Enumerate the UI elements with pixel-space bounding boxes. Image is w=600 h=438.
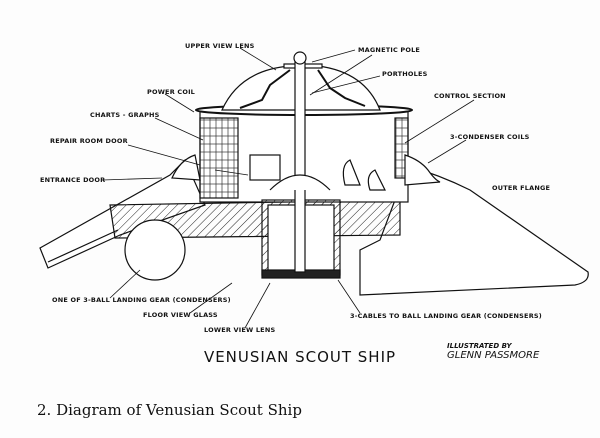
- label-control-section: CONTROL SECTION: [434, 92, 506, 100]
- label-entrance-door: ENTRANCE DOOR: [40, 176, 106, 184]
- landing-ball: [124, 219, 186, 281]
- label-upper-view-lens: UPPER VIEW LENS: [185, 42, 255, 50]
- magnetic-pole: [294, 61, 306, 273]
- label-charts-graphs: CHARTS - GRAPHS: [90, 111, 160, 119]
- label-portholes: PORTHOLES: [382, 70, 428, 78]
- label-magnetic-pole: MAGNETIC POLE: [358, 46, 421, 54]
- label-power-coil: POWER COIL: [147, 88, 196, 96]
- label-cables: 3-CABLES TO BALL LANDING GEAR (CONDENSER…: [350, 312, 542, 320]
- label-outer-flange: OUTER FLANGE: [492, 184, 551, 192]
- label-lower-view-lens: LOWER VIEW LENS: [204, 326, 276, 334]
- figure-caption: 2. Diagram of Venusian Scout Ship: [37, 401, 302, 419]
- label-floor-view-glass: FLOOR VIEW GLASS: [143, 311, 218, 319]
- outer-flange-right: [359, 164, 589, 296]
- label-condenser-coils: 3-CONDENSER COILS: [450, 133, 530, 141]
- credit-line-1: ILLUSTRATED BY: [447, 342, 512, 350]
- diagram-title: VENUSIAN SCOUT SHIP: [203, 348, 397, 366]
- label-landing-gear: ONE OF 3-BALL LANDING GEAR (CONDENSERS): [52, 296, 231, 304]
- credit-line-2: GLENN PASSMORE: [447, 350, 540, 361]
- label-repair-room-door: REPAIR ROOM DOOR: [50, 137, 128, 145]
